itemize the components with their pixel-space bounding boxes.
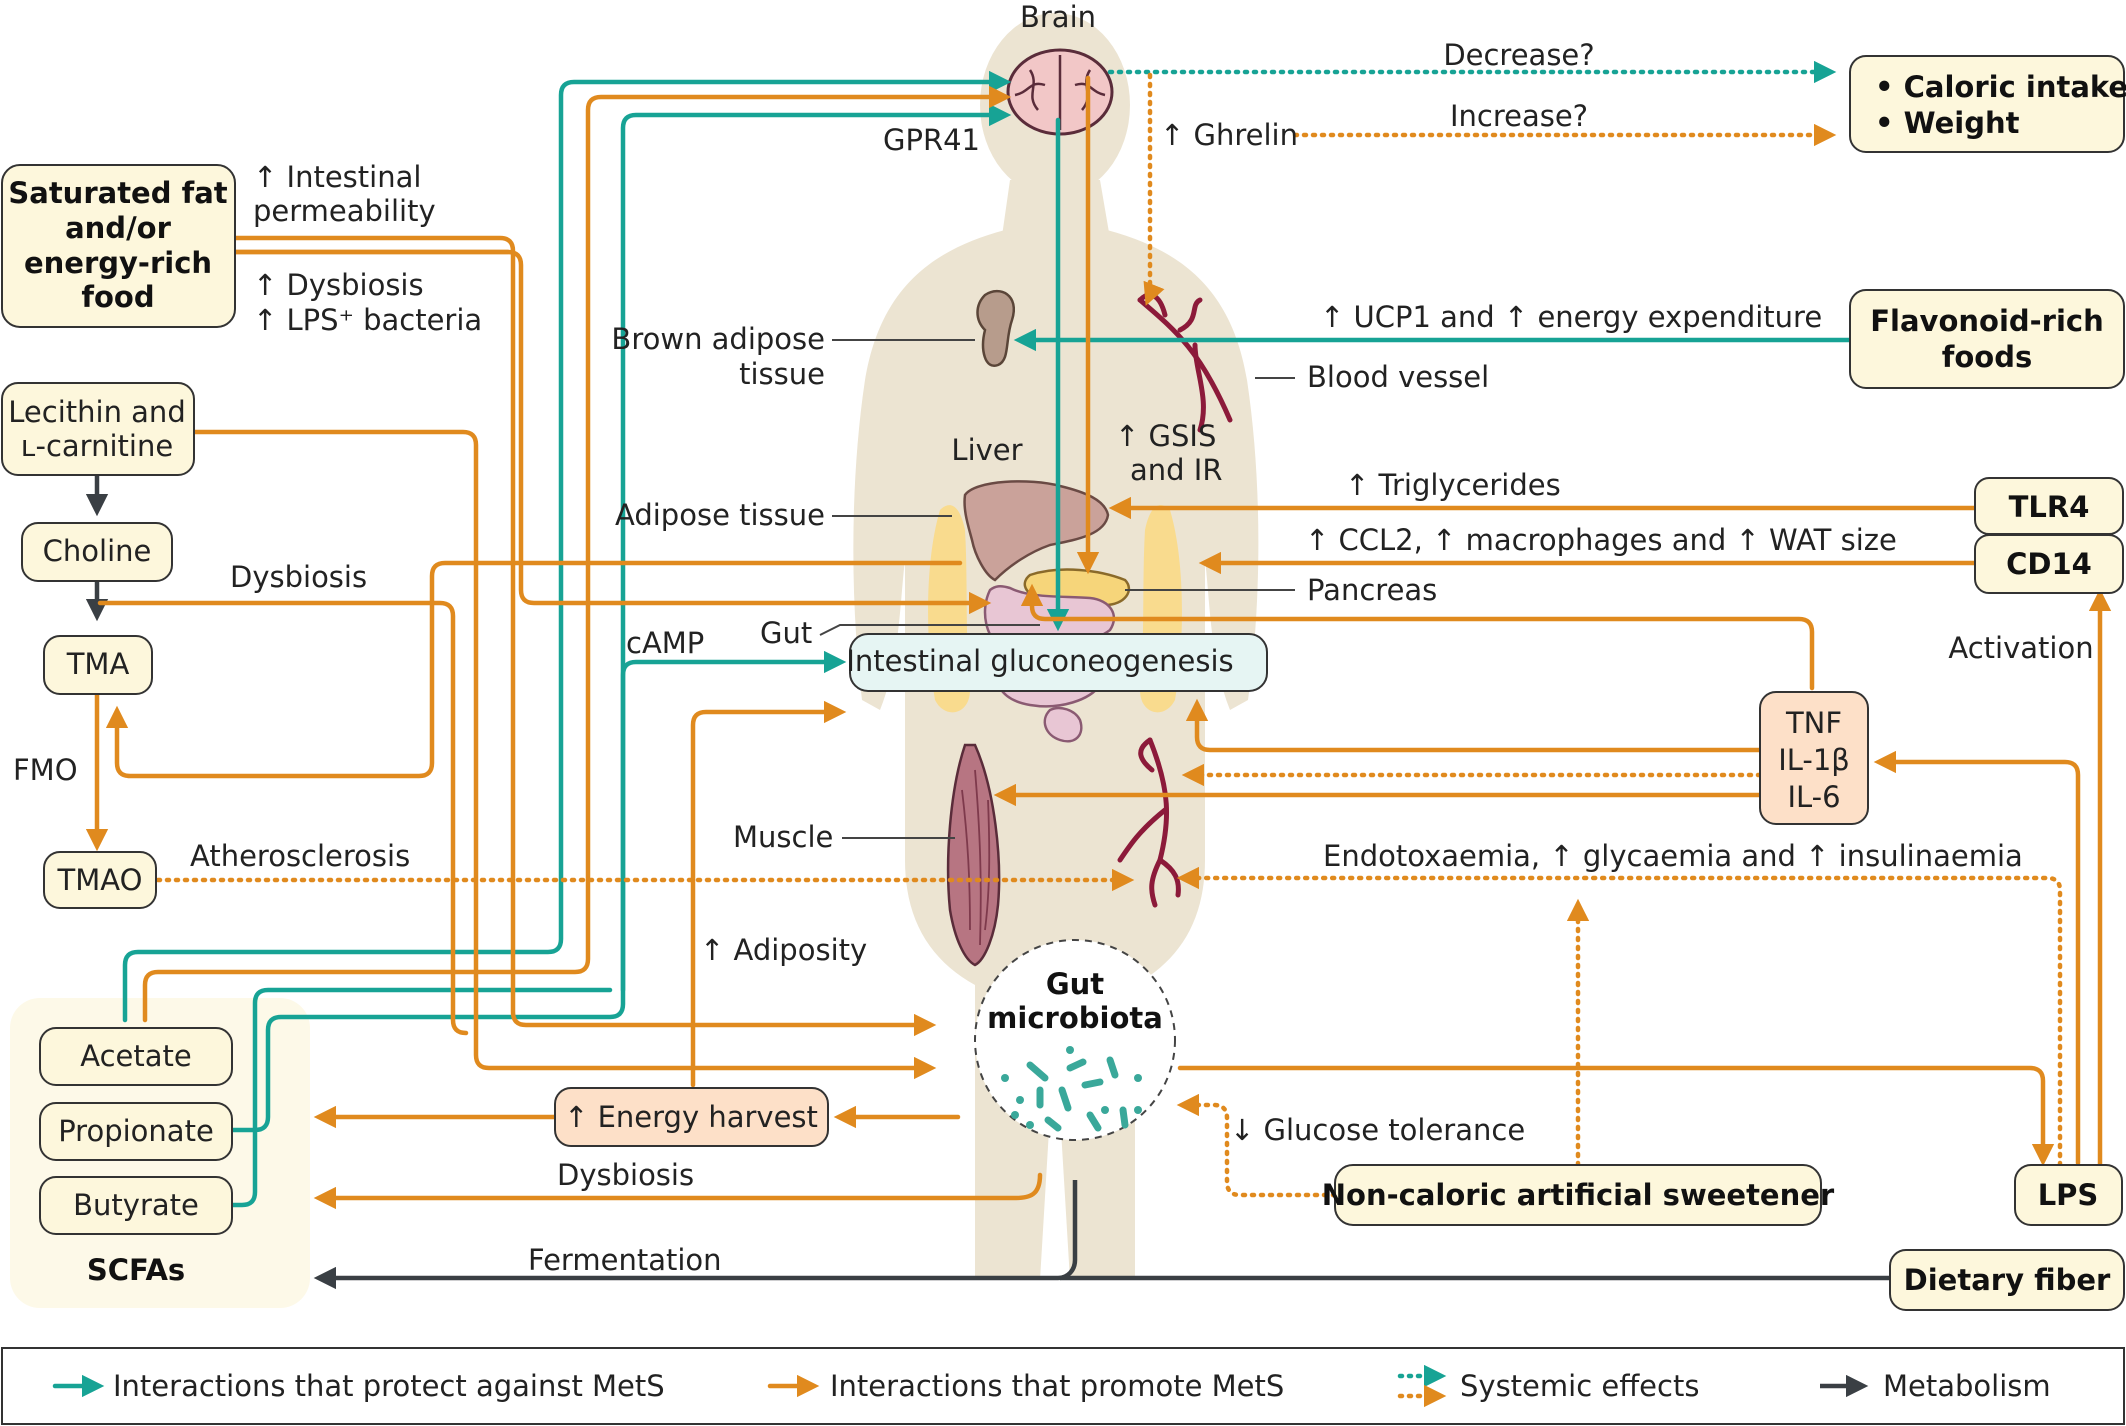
intestinal-gluconeogenesis-box: Intestinal gluconeogenesis: [846, 633, 1268, 692]
muscle-label: Muscle: [733, 820, 833, 854]
dietary-fiber-label: Dietary fiber: [1904, 1263, 2111, 1297]
gut-microbiota-line2: microbiota: [987, 1001, 1163, 1035]
flavonoid-box: Flavonoid-rich foods: [1849, 289, 2125, 389]
choline-label: Choline: [43, 534, 152, 568]
muscle-organ: [946, 743, 1001, 967]
decrease-label: Decrease?: [1443, 38, 1594, 72]
blood-vessel-lower: [1117, 737, 1181, 908]
cd14-label: CD14: [2006, 547, 2092, 581]
propionate-box: Propionate: [39, 1102, 233, 1161]
gut-label: Gut: [760, 616, 812, 650]
fermentation-label: Fermentation: [528, 1243, 722, 1277]
legend-metabolism-label: Metabolism: [1883, 1369, 2051, 1403]
brown-adipose-line1: Brown adipose: [611, 322, 825, 356]
saturated-fat-line3: energy-rich: [24, 246, 212, 280]
brown-adipose-line2: tissue: [739, 357, 825, 391]
intestinal-gluconeogenesis-label: Intestinal gluconeogenesis: [846, 644, 1233, 678]
tmao-label: TMAO: [57, 863, 143, 897]
legend-promote-label: Interactions that promote MetS: [830, 1369, 1284, 1403]
lps-bacteria-label: ↑ LPS⁺ bacteria: [253, 303, 482, 337]
acetate-box: Acetate: [39, 1027, 233, 1086]
caloric-intake-box: • Caloric intake • Weight: [1849, 55, 2126, 153]
energy-harvest-box: ↑ Energy harvest: [554, 1087, 829, 1147]
lecithin-line1: Lecithin and: [8, 395, 185, 429]
pancreas-label: Pancreas: [1307, 573, 1437, 607]
tnf-label: TNF: [1785, 706, 1842, 740]
gpr41-label: GPR41: [883, 123, 980, 157]
saturated-fat-box: Saturated fat and/or energy-rich food: [1, 164, 236, 328]
legend: Interactions that protect against MetS I…: [1, 1347, 2125, 1425]
flavonoid-line2: foods: [1942, 340, 2032, 374]
liver-organ: [963, 480, 1110, 582]
leader-lines: [819, 339, 1295, 839]
sweetener-box: Non-caloric artificial sweetener: [1322, 1164, 1835, 1226]
activation-label: Activation: [1948, 631, 2093, 665]
increase-label: Increase?: [1450, 99, 1588, 133]
cytokines-box: TNF IL-1β IL-6: [1759, 691, 1869, 825]
flavonoid-line1: Flavonoid-rich: [1870, 304, 2104, 338]
tlr4-box: TLR4: [1974, 477, 2124, 535]
atherosclerosis-label: Atherosclerosis: [190, 839, 410, 873]
ucp1-label: ↑ UCP1 and ↑ energy expenditure: [1320, 300, 1822, 334]
lecithin-line2: ʟ-carnitine: [21, 429, 173, 463]
scfas-label: SCFAs: [87, 1253, 185, 1287]
camp-label: cAMP: [626, 626, 704, 660]
promoting-connectors: [85, 72, 2112, 1210]
legend-systemic-label: Systemic effects: [1460, 1369, 1699, 1403]
tma-box: TMA: [43, 635, 153, 695]
lps-box: LPS: [2014, 1164, 2123, 1226]
legend-protect-label: Interactions that protect against MetS: [113, 1369, 665, 1403]
dysbiosis-left-label: Dysbiosis: [230, 560, 367, 594]
protective-connectors: [122, 60, 1853, 1208]
sweetener-label: Non-caloric artificial sweetener: [1322, 1178, 1835, 1212]
butyrate-label: Butyrate: [73, 1188, 199, 1222]
ghrelin-label: ↑ Ghrelin: [1160, 118, 1298, 152]
lps-label: LPS: [2038, 1178, 2099, 1212]
adipose-tissue-label: Adipose tissue: [615, 498, 825, 532]
gut-microbiota-line1: Gut: [1046, 967, 1104, 1001]
brown-adipose-organ: [976, 289, 1015, 367]
acetate-label: Acetate: [80, 1039, 191, 1073]
dysbiosis-bottom-label: Dysbiosis: [557, 1158, 694, 1192]
endotoxaemia-label: Endotoxaemia, ↑ glycaemia and ↑ insulina…: [1323, 839, 2023, 873]
free-labels: Brain Decrease? Increase? ↑ Ghrelin GPR4…: [13, 0, 2094, 1277]
triglycerides-label: ↑ Triglycerides: [1345, 468, 1561, 502]
gsis-line2: and IR: [1130, 453, 1222, 487]
intestinal-permeability-line2: permeability: [253, 194, 436, 228]
ccl2-label: ↑ CCL2, ↑ macrophages and ↑ WAT size: [1305, 523, 1897, 557]
metabolism-connectors: [85, 472, 1890, 1290]
dietary-fiber-box: Dietary fiber: [1889, 1249, 2125, 1311]
brain-label: Brain: [1020, 0, 1096, 34]
choline-box: Choline: [21, 522, 173, 582]
gsis-line1: ↑ GSIS: [1115, 419, 1216, 453]
il1b-label: IL-1β: [1778, 743, 1850, 777]
caloric-intake-label: • Caloric intake: [1875, 70, 2126, 104]
saturated-fat-line4: food: [81, 280, 154, 314]
gut-microbiota-circle: [974, 939, 1176, 1141]
weight-label: • Weight: [1875, 106, 2020, 140]
il6-label: IL-6: [1787, 780, 1840, 814]
tlr4-label: TLR4: [2009, 490, 2090, 524]
adiposity-label: ↑ Adiposity: [700, 933, 867, 967]
cd14-box: CD14: [1974, 534, 2124, 594]
blood-vessel-upper: [1137, 292, 1233, 433]
saturated-fat-line2: and/or: [65, 211, 171, 245]
saturated-fat-line1: Saturated fat: [8, 176, 227, 210]
liver-label: Liver: [951, 433, 1022, 467]
tma-label: TMA: [66, 647, 130, 681]
bacteria-icons: [1026, 1056, 1129, 1132]
intestinal-permeability-line1: ↑ Intestinal: [253, 160, 421, 194]
blood-vessel-label: Blood vessel: [1307, 360, 1489, 394]
glucose-tolerance-label: ↓ Glucose tolerance: [1230, 1113, 1525, 1147]
energy-harvest-label: ↑ Energy harvest: [564, 1100, 818, 1134]
fmo-label: FMO: [13, 753, 78, 787]
lecithin-box: Lecithin and ʟ-carnitine: [1, 382, 195, 476]
dysbiosis-up-label: ↑ Dysbiosis: [253, 268, 424, 302]
butyrate-box: Butyrate: [39, 1176, 233, 1235]
propionate-label: Propionate: [58, 1114, 214, 1148]
tmao-box: TMAO: [43, 851, 157, 909]
